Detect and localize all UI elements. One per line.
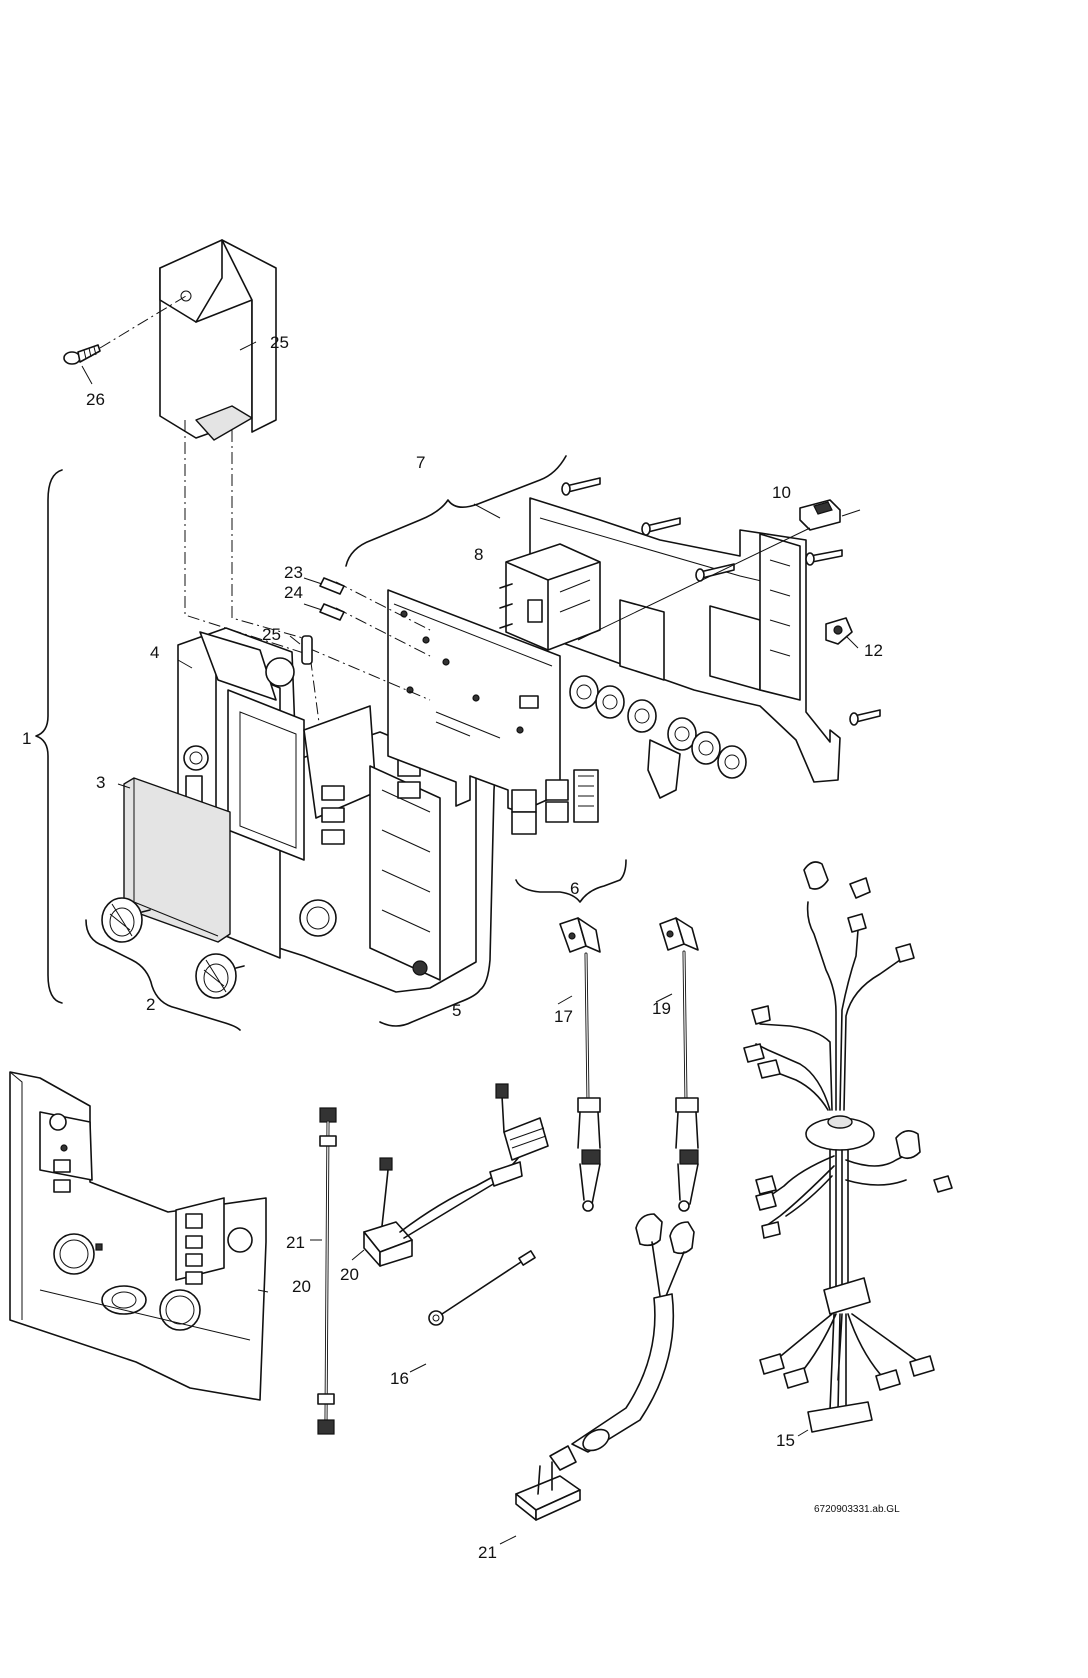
callout-2: 2: [146, 995, 155, 1014]
callout-23: 24: [284, 583, 303, 602]
part-23-fuse: [319, 603, 345, 621]
axis-line-22: [335, 581, 431, 631]
part-21-sensor-cable: [515, 1213, 695, 1521]
part-26-screw: [63, 344, 101, 365]
leader-lines: [81, 341, 861, 1545]
brace-6: [515, 859, 627, 903]
callout-25: 25: [270, 333, 289, 352]
callout-7: 7: [416, 453, 425, 472]
part-7-carrier-frame: [529, 497, 841, 799]
callout-12: 12: [864, 641, 883, 660]
callout-14: 16: [390, 1369, 409, 1388]
axis-line-bracket-down: [184, 420, 327, 776]
part-2-knobs: [101, 897, 245, 999]
drawing-code: 6720903331.ab.GL: [814, 1504, 900, 1515]
part-12-clip: [825, 617, 853, 645]
callout-16: 19: [652, 999, 671, 1018]
part-14-earth-wire: [428, 1250, 536, 1326]
part-15-cable: [559, 917, 601, 1212]
callout-26: 26: [86, 390, 105, 409]
axis-line-25-26: [99, 295, 187, 349]
part-6-pcb: [387, 589, 599, 835]
part-4-5-control-housing: [177, 627, 477, 993]
part-10-connector: [799, 499, 841, 531]
brace-1: [35, 469, 63, 1004]
callout-20: 20: [340, 1265, 359, 1284]
part-25-bracket: [159, 239, 277, 441]
callout-17: 20: [292, 1277, 311, 1296]
brace-2: [85, 919, 241, 1031]
callout-4: 4: [150, 643, 159, 662]
part-8-transformer: [499, 543, 601, 651]
part-19-cable: [317, 1107, 337, 1435]
callout-1: 1: [22, 729, 31, 748]
axis-line-24: [307, 647, 431, 701]
callout-24: 25: [262, 625, 281, 644]
callout-6: 6: [570, 879, 579, 898]
callout-5: 5: [452, 1001, 461, 1020]
callout-8: 8: [474, 545, 483, 564]
part-22-fuse: [319, 577, 345, 595]
callout-10: 10: [772, 483, 791, 502]
leader-10-line: [577, 527, 811, 641]
brace-7: [345, 455, 567, 567]
callout-22: 23: [284, 563, 303, 582]
part-24-fuse: [301, 635, 313, 665]
callout-labels: 25 26 7 10 8 23 24 25 12 4 1 3 6 2 5 17 …: [22, 333, 900, 1562]
frame-screws: [561, 477, 881, 726]
callout-15: 17: [554, 1007, 573, 1026]
axis-line-23: [335, 607, 431, 657]
callout-3: 3: [96, 773, 105, 792]
callout-19: 21: [286, 1233, 305, 1252]
axis-line-bracket-right: [231, 430, 311, 641]
part-20-cable: [363, 1083, 549, 1267]
part-17-front-panel: [9, 1071, 267, 1401]
part-13-wiring-harness: [743, 861, 953, 1433]
part-16-cable: [659, 917, 699, 1212]
callout-21: 21: [478, 1543, 497, 1562]
callout-13: 15: [776, 1431, 795, 1450]
